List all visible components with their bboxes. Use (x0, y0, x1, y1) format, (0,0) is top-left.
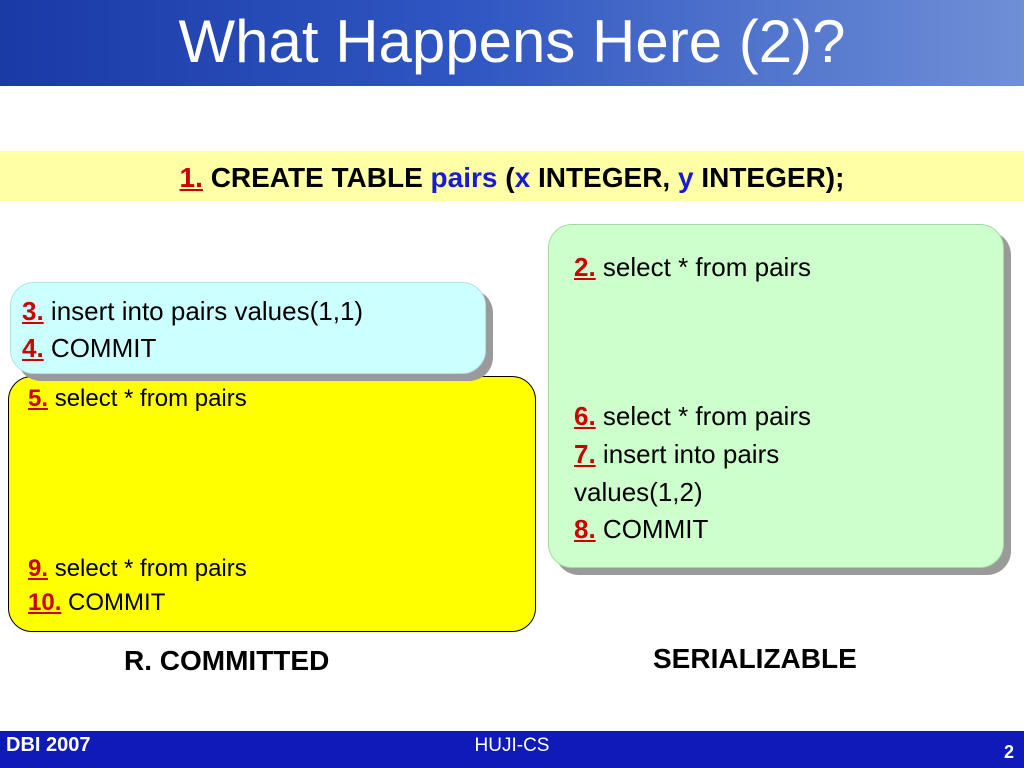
step-text: COMMIT (50, 333, 157, 363)
step-line: 9. select * from pairs (28, 555, 247, 583)
step-line: 7. insert into pairs (574, 439, 779, 469)
step-text: values(1,2) (574, 477, 703, 507)
column-y: y (677, 162, 694, 193)
step-number: 4. (22, 333, 44, 363)
step-number: 1. (179, 162, 203, 193)
page-number: 2 (1003, 742, 1014, 762)
step-text: select * from pairs (602, 252, 811, 282)
insert-commit-box (10, 282, 486, 374)
open-paren: ( (505, 162, 515, 193)
step-line: 3. insert into pairs values(1,1) (22, 296, 363, 326)
read-committed-box (8, 376, 536, 632)
step-line: 6. select * from pairs (574, 401, 811, 431)
step-text: insert into pairs values(1,1) (50, 296, 364, 326)
step-number: 5. (28, 385, 49, 412)
create-table-strip (0, 151, 1024, 201)
step-line: 8. COMMIT (574, 514, 708, 544)
column-type-1: INTEGER, (537, 162, 671, 193)
step-number: 2. (574, 252, 596, 282)
title-bar (0, 0, 1024, 86)
step-line: 2. select * from pairs (574, 252, 811, 282)
table-name: pairs (430, 162, 498, 193)
step-text: select * from pairs (54, 385, 247, 412)
footer-bar (0, 731, 1024, 768)
footer-institution: HUJI-CS (474, 735, 550, 756)
column-x: x (514, 162, 531, 193)
step-text: COMMIT (68, 589, 166, 616)
step-text: select * from pairs (54, 555, 247, 582)
step-number: 10. (28, 589, 62, 616)
column-type-2: INTEGER); (701, 162, 845, 193)
step-line: 4. COMMIT (22, 333, 156, 363)
serializable-transaction-box (548, 224, 1004, 568)
step-line: 10. COMMIT (28, 589, 165, 617)
step-text: select * from pairs (602, 401, 811, 431)
create-table-statement: 1. CREATE TABLE pairs (x INTEGER, y INTE… (0, 162, 1024, 194)
isolation-label-serializable: SERIALIZABLE (653, 643, 857, 674)
step-number: 3. (22, 296, 44, 326)
slide-title: What Happens Here (2)? (178, 8, 846, 75)
step-number: 9. (28, 555, 49, 582)
step-text: COMMIT (602, 514, 709, 544)
step-number: 8. (574, 514, 596, 544)
step-number: 7. (574, 439, 596, 469)
create-keyword: CREATE TABLE (210, 162, 423, 193)
step-line: values(1,2) (574, 477, 703, 507)
step-number: 6. (574, 401, 596, 431)
step-line: 5. select * from pairs (28, 385, 247, 413)
footer-course: DBI 2007 (6, 734, 91, 756)
step-text: insert into pairs (602, 439, 780, 469)
isolation-label-read-committed: R. COMMITTED (124, 645, 330, 676)
